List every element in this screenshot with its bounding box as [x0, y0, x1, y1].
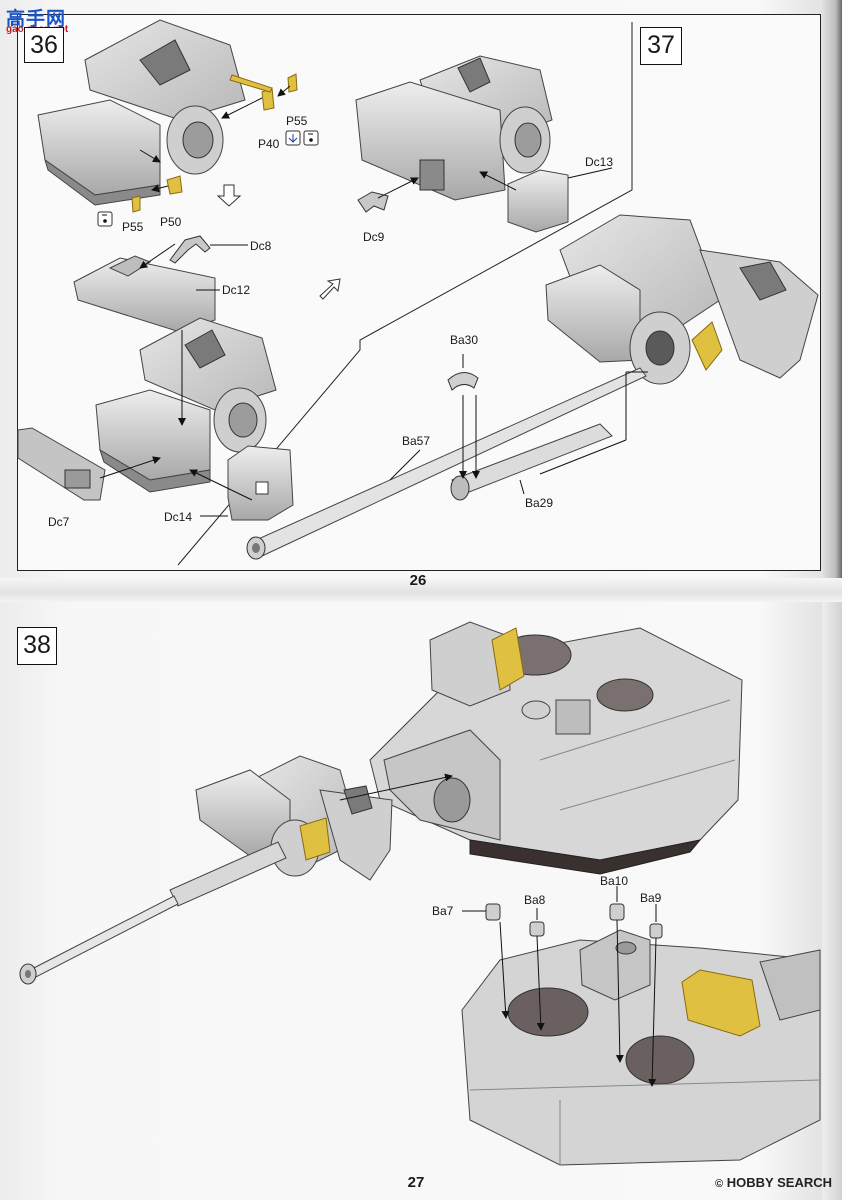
label-dc14: Dc14 [164, 510, 193, 524]
mantlet-assembly-37a [355, 55, 553, 201]
label-ba8: Ba8 [524, 893, 546, 907]
step-number-36: 36 [24, 27, 64, 63]
label-dc8: Dc8 [250, 239, 272, 253]
page-number-26: 26 [409, 572, 427, 589]
label-dc9: Dc9 [363, 230, 385, 244]
part-dc12 [73, 255, 216, 333]
part-dc13 [507, 169, 569, 233]
step-number-37: 37 [640, 27, 682, 65]
part-ba29 [450, 423, 613, 501]
label-p40: P40 [258, 137, 280, 151]
mantlet-assembly-37b [545, 214, 819, 385]
turret-upper [369, 621, 743, 875]
mantlet-assembly-36a [37, 19, 246, 206]
label-dc12: Dc12 [222, 283, 251, 297]
part-dc8 [169, 235, 211, 264]
label-ba7: Ba7 [432, 904, 454, 918]
label-dc13: Dc13 [585, 155, 614, 169]
book-spine-top [820, 0, 842, 590]
hobby-search-text: HOBBY SEARCH [726, 1175, 832, 1190]
part-dc14 [227, 445, 294, 521]
copyright-mark: © [715, 1178, 724, 1190]
barrel-38 [19, 841, 287, 985]
label-ba10: Ba10 [600, 874, 629, 888]
page-number-27: 27 [407, 1174, 425, 1191]
remove-etch-icon [285, 130, 301, 146]
bend-part-icon [97, 211, 113, 227]
label-ba29: Ba29 [525, 496, 554, 510]
step-divider-line [177, 22, 633, 566]
small-parts-ba [485, 903, 663, 939]
mantlet-assembly-38 [195, 755, 393, 881]
bend-part-icon [303, 130, 319, 146]
label-p50: P50 [160, 215, 182, 229]
etch-parts-p40-p55 [131, 73, 298, 213]
label-p55: P55 [122, 220, 144, 234]
label-ba9: Ba9 [640, 891, 662, 905]
hobby-search-watermark: © HOBBY SEARCH [715, 1175, 832, 1190]
arrow-up-right-outline-icon [319, 278, 341, 300]
label-p55: P55 [286, 114, 308, 128]
label-ba30: Ba30 [450, 333, 479, 347]
book-spine-bottom [822, 598, 842, 1200]
step-number-38: 38 [17, 627, 57, 665]
page-gap [0, 578, 842, 602]
turret-lower [461, 929, 821, 1166]
part-ba30 [447, 372, 479, 391]
arrow-down-outline-icon [216, 184, 242, 207]
label-dc7: Dc7 [48, 515, 70, 529]
label-ba57: Ba57 [402, 434, 431, 448]
part-dc7 [17, 427, 106, 501]
site-watermark: 高手网 [6, 9, 67, 30]
part-ba57-barrel [246, 367, 647, 560]
